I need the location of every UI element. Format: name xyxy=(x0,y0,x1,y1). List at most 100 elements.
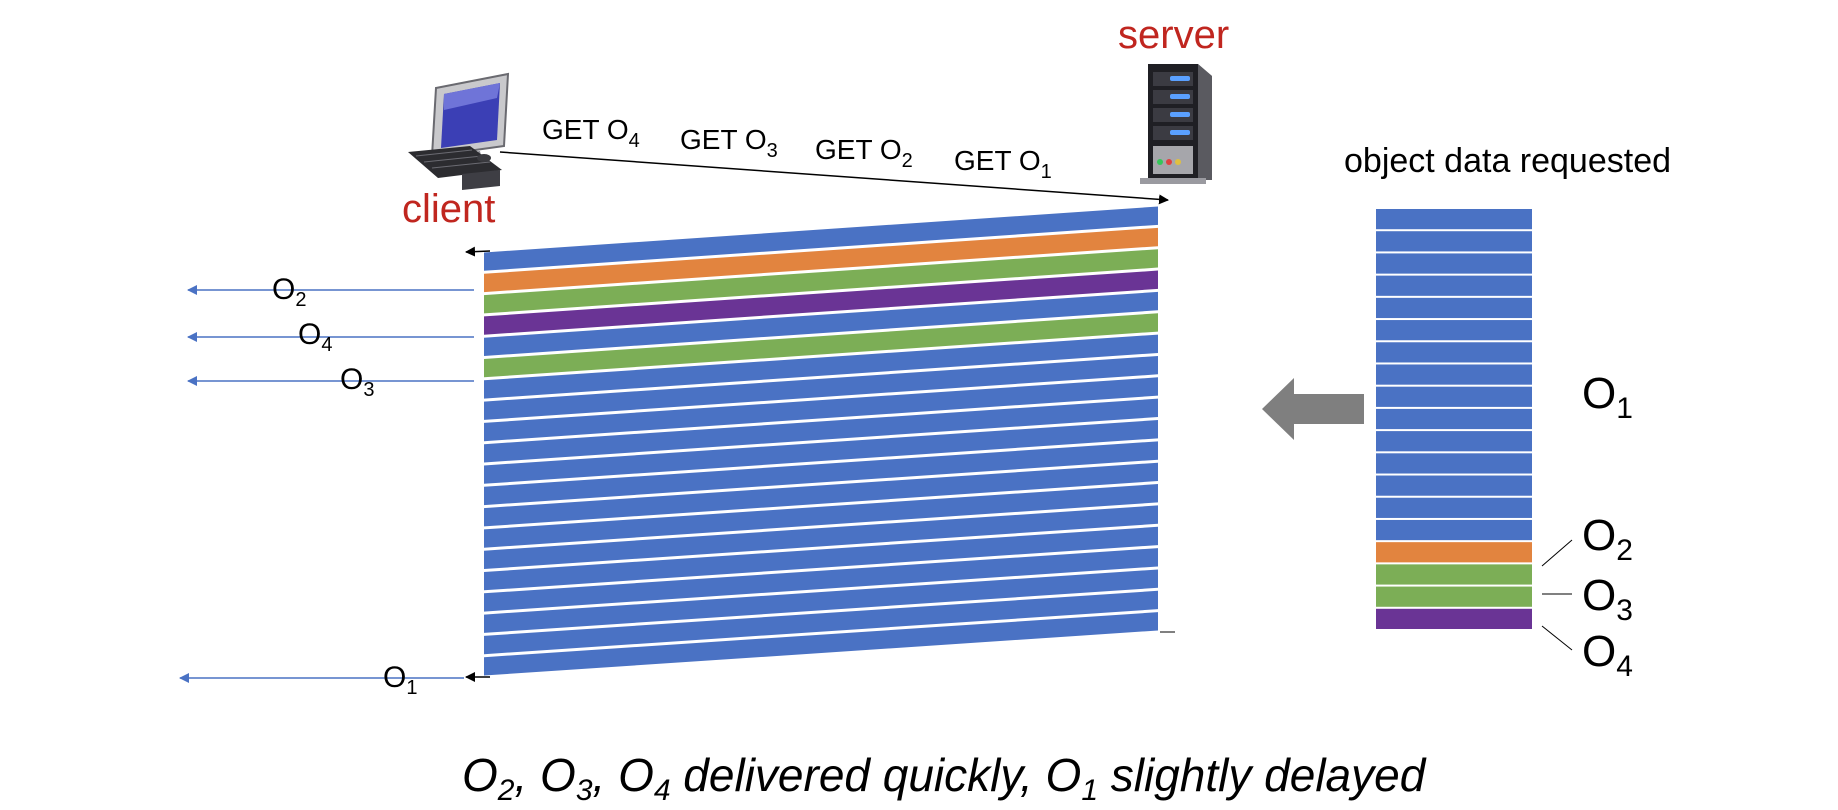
frame-band-o1 xyxy=(484,441,1158,506)
frame-band-o1 xyxy=(484,462,1158,527)
caption-sub: 1 xyxy=(1081,774,1098,807)
stack-leader-o4 xyxy=(1541,625,1573,651)
stack-label-o3: O3 xyxy=(1582,571,1633,627)
client-label: client xyxy=(402,187,495,231)
requested-band-o1 xyxy=(1376,364,1532,385)
object-letter: O xyxy=(1582,369,1616,418)
request-verb: GET O xyxy=(542,114,629,145)
object-sub: 1 xyxy=(406,677,417,699)
requested-band-o1 xyxy=(1376,497,1532,518)
requested-band-o4 xyxy=(1376,608,1532,629)
object-letter: O xyxy=(298,318,321,351)
delivery-label-o3: O3 xyxy=(340,363,374,401)
caption-sub: 2 xyxy=(497,774,515,807)
stack-label-o1: O1 xyxy=(1582,369,1633,425)
object-sub: 4 xyxy=(1616,650,1633,683)
object-letter: O xyxy=(1582,627,1616,676)
frame-band-o3 xyxy=(484,249,1158,314)
caption-obj: O xyxy=(540,749,576,801)
request-verb: GET O xyxy=(680,124,767,155)
requested-band-o1 xyxy=(1376,431,1532,452)
caption-text: , xyxy=(514,749,540,801)
frame-band-o1 xyxy=(484,291,1158,356)
caption-obj: O xyxy=(618,749,654,801)
object-letter: O xyxy=(1582,511,1616,560)
delivery-label-o1: O1 xyxy=(383,661,417,699)
object-sub: 2 xyxy=(1616,534,1633,567)
server-label: server xyxy=(1118,13,1229,57)
stack-leader-o2 xyxy=(1541,539,1573,567)
frame-band-o1 xyxy=(484,569,1158,633)
requested-band-o2 xyxy=(1376,542,1532,563)
caption-sub: 3 xyxy=(576,774,593,807)
stack-label-o2: O2 xyxy=(1582,511,1633,567)
caption-text: slightly delayed xyxy=(1098,749,1427,801)
request-verb: GET O xyxy=(954,145,1041,176)
requested-band-o1 xyxy=(1376,408,1532,430)
request-label-get-o1: GET O1 xyxy=(954,145,1052,183)
requested-band-o3 xyxy=(1376,586,1532,607)
requested-band-o3 xyxy=(1376,564,1532,585)
object-sub: 4 xyxy=(321,334,332,356)
frame-band-o1 xyxy=(484,484,1158,548)
requested-band-o1 xyxy=(1376,453,1532,474)
frame-band-o1 xyxy=(484,526,1158,591)
caption: O2, O3, O4 delivered quickly, O1 slightl… xyxy=(462,749,1427,807)
object-letter: O xyxy=(1582,571,1616,620)
object-data-requested-label: object data requested xyxy=(1344,142,1671,180)
server-icon xyxy=(1140,64,1212,184)
request-label-get-o3: GET O3 xyxy=(680,124,778,162)
caption-obj: O xyxy=(462,749,498,801)
request-sub: 1 xyxy=(1041,161,1052,183)
caption-obj: O xyxy=(1046,749,1082,801)
frame-band-o1 xyxy=(484,548,1158,612)
request-label-get-o4: GET O4 xyxy=(542,114,640,152)
first-frame-arrow xyxy=(465,246,491,257)
request-arrow xyxy=(499,151,1169,205)
requested-band-o1 xyxy=(1376,320,1532,341)
transmitted-frames xyxy=(484,206,1158,676)
frame-band-o1 xyxy=(484,377,1158,442)
delivery-label-o4: O4 xyxy=(298,318,332,356)
object-sub: 3 xyxy=(1616,594,1633,627)
request-sub: 3 xyxy=(767,140,778,162)
requested-band-o1 xyxy=(1376,297,1532,319)
caption-text: delivered quickly, xyxy=(671,749,1046,801)
frame-band-o1 xyxy=(484,206,1158,271)
frame-band-o4 xyxy=(484,270,1158,335)
request-verb: GET O xyxy=(815,134,902,165)
object-letter: O xyxy=(340,363,363,396)
requested-band-o1 xyxy=(1376,475,1532,496)
frame-band-o1 xyxy=(484,590,1158,655)
requested-band-o1 xyxy=(1376,231,1532,252)
object-letter: O xyxy=(272,273,295,306)
object-sub: 3 xyxy=(363,379,374,401)
delivery-label-o2: O2 xyxy=(272,273,306,311)
client-computer-icon xyxy=(408,72,510,190)
requested-band-o1 xyxy=(1376,386,1532,407)
requested-object-stack xyxy=(1376,209,1532,629)
request-sub: 4 xyxy=(629,130,640,152)
object-letter: O xyxy=(383,661,406,694)
requested-band-o1 xyxy=(1376,253,1532,274)
frame-band-o1 xyxy=(484,420,1158,484)
caption-text: , xyxy=(593,749,619,801)
big-gray-arrow xyxy=(1262,378,1364,440)
requested-band-o1 xyxy=(1376,342,1532,363)
frame-band-o2 xyxy=(484,227,1158,293)
requested-band-o1 xyxy=(1376,209,1532,230)
frame-band-o3 xyxy=(484,313,1158,378)
object-sub: 1 xyxy=(1616,392,1633,425)
request-label-get-o2: GET O2 xyxy=(815,134,913,172)
stack-label-o4: O4 xyxy=(1582,627,1633,683)
frame-band-o1 xyxy=(484,398,1158,463)
requested-band-o1 xyxy=(1376,275,1532,296)
request-sub: 2 xyxy=(902,150,913,172)
object-sub: 2 xyxy=(295,289,306,311)
requested-band-o1 xyxy=(1376,519,1532,541)
frame-band-o1 xyxy=(484,334,1158,399)
frame-band-o1 xyxy=(484,355,1158,420)
frame-band-o1 xyxy=(484,505,1158,569)
frame-band-o1 xyxy=(484,612,1158,676)
caption-sub: 4 xyxy=(654,774,671,807)
